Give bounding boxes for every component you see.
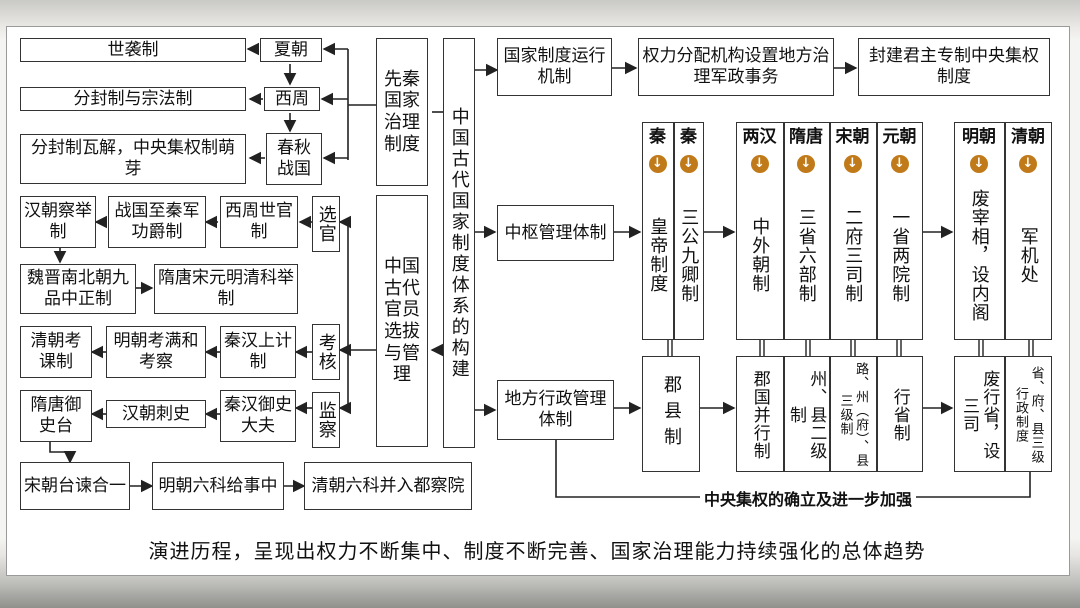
box-duchayuan: 清朝六科并入都察院 — [304, 462, 472, 510]
central-divider — [783, 122, 785, 340]
box-guanyuan-center: 中国古代官员选拔与管理 — [376, 195, 428, 447]
box-kaoman: 明朝考满和考察 — [106, 326, 206, 378]
kaohe-label: 考核 — [315, 333, 337, 371]
local-divider — [829, 356, 831, 472]
main-title: 中国古代国家制度体系的构建 — [448, 106, 470, 380]
box-chunqiu: 春秋战国 — [266, 133, 322, 185]
dynasty-label: 隋唐 — [789, 127, 823, 147]
central-institution: 三公九卿制 — [678, 207, 700, 303]
box-quanli: 权力分配机构设置地方治理军政事务 — [638, 38, 834, 96]
central-institution: 军机处 — [1017, 226, 1039, 284]
dynasty-label: 元朝 — [882, 127, 917, 147]
box-kaoke: 清朝考课制 — [20, 326, 92, 378]
box-yushitai: 隋唐御史台 — [20, 390, 92, 442]
jiancha-label: 监察 — [315, 401, 337, 439]
dynasty-label: 宋朝 — [835, 127, 870, 147]
local-institution: 州、县二级制 — [786, 370, 827, 460]
box-cishi: 汉朝刺史 — [106, 400, 206, 428]
central-institution: 废宰相，设内阁 — [968, 188, 990, 322]
box-main-title: 中国古代国家制度体系的构建 — [443, 38, 475, 448]
box-zhongshu: 中枢管理体制 — [497, 205, 614, 261]
central-divider — [1004, 122, 1006, 340]
central-institution: 皇帝制度 — [647, 217, 669, 293]
central-institution: 二府三司制 — [842, 207, 864, 303]
box-xuanguan: 选官 — [312, 196, 340, 252]
box-chaju: 汉朝察举制 — [20, 196, 96, 248]
box-xizhou-shiguan: 西周世官制 — [220, 196, 298, 248]
box-difang: 地方行政管理体制 — [497, 380, 614, 440]
central-divider — [673, 122, 675, 340]
central-divider — [829, 122, 831, 340]
local-divider — [876, 356, 878, 472]
local-text-0: 郡县制 — [660, 375, 682, 453]
chain-label: 中央集权的确立及进一步加强 — [700, 486, 917, 510]
central-institution: 三省六部制 — [795, 207, 817, 303]
box-xizhou: 西周 — [264, 87, 320, 111]
local-divider — [783, 356, 785, 472]
box-jiancha: 监察 — [312, 392, 340, 448]
down-arrow-icon: ↓ — [890, 155, 909, 173]
box-shangji: 秦汉上计制 — [220, 326, 296, 378]
box-guojia: 国家制度运行机制 — [497, 38, 612, 96]
local-box-junxian: 郡县制 — [642, 356, 700, 472]
box-taijian: 宋朝台谏合一 — [20, 462, 130, 510]
down-arrow-icon: ↓ — [797, 155, 815, 173]
dynasty-label: 秦 — [649, 127, 666, 147]
central-institution: 一省两院制 — [889, 207, 911, 303]
box-kaohe: 考核 — [312, 324, 340, 380]
down-arrow-icon: ↓ — [648, 155, 667, 173]
box-yushi-dafu: 秦汉御史大夫 — [220, 390, 296, 442]
summary-caption: 演进历程，呈现出权力不断集中、制度不断完善、国家治理能力持续强化的总体趋势 — [148, 539, 926, 563]
central-institution: 中外朝制 — [749, 217, 771, 293]
box-jiupin: 魏晋南北朝九品中正制 — [20, 264, 136, 314]
down-arrow-icon: ↓ — [1019, 155, 1037, 173]
box-fengjian: 封建君主专制中央集权制度 — [858, 38, 1050, 96]
central-divider — [876, 122, 878, 340]
box-xianqin-center: 先秦国家治理制度 — [376, 38, 428, 186]
local-institution: 省、府、县三级行政制度 — [1013, 366, 1044, 464]
local-group-ming-qing — [954, 356, 1052, 472]
local-institution: 行省制 — [889, 388, 910, 442]
down-arrow-icon: ↓ — [970, 155, 988, 173]
box-wajie: 分封制瓦解，中央集权制萌芽 — [20, 134, 246, 184]
dynasty-label: 两汉 — [742, 127, 777, 147]
local-institution: 废行省，设三司 — [959, 370, 1000, 460]
box-fenfeng: 分封制与宗法制 — [20, 87, 246, 111]
down-arrow-icon: ↓ — [843, 155, 862, 173]
xuanguan-label: 选官 — [315, 205, 337, 243]
dynasty-label: 秦 — [680, 127, 697, 147]
local-divider — [1004, 356, 1006, 472]
box-liuke: 明朝六科给事中 — [152, 462, 284, 510]
local-institution: 郡国并行制 — [749, 370, 770, 460]
box-shixi: 世袭制 — [20, 38, 246, 62]
dynasty-label: 清朝 — [1011, 127, 1045, 147]
down-arrow-icon: ↓ — [679, 155, 698, 173]
box-keju: 隋唐宋元明清科举制 — [154, 264, 298, 314]
box-junggong: 战国至秦军功爵制 — [108, 196, 206, 248]
box-xia: 夏朝 — [260, 38, 322, 62]
down-arrow-icon: ↓ — [750, 155, 769, 173]
local-institution: 路、州（府）、县三级制 — [837, 362, 869, 468]
dynasty-label: 明朝 — [962, 127, 996, 147]
